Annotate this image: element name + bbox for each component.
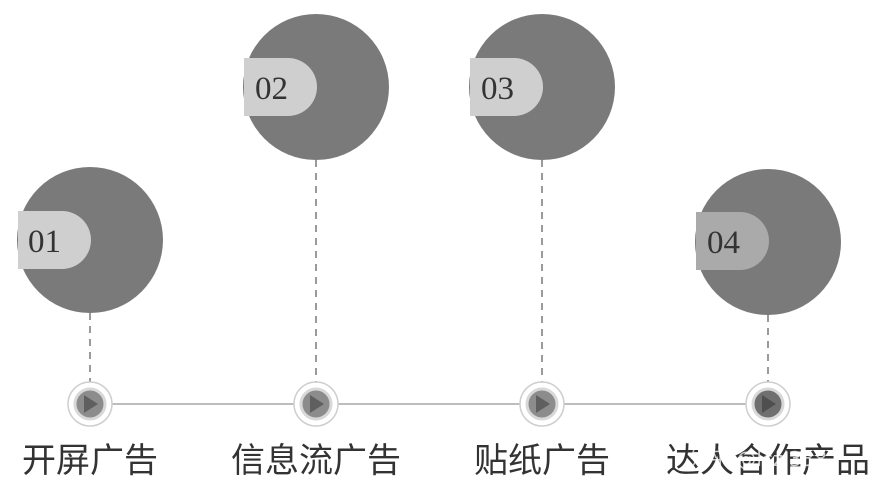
step-04-number: 04 bbox=[707, 225, 740, 261]
step-03-tab bbox=[470, 58, 543, 116]
step-02-tab bbox=[244, 58, 317, 116]
step-01-label: 开屏广告 bbox=[22, 441, 158, 481]
timeline-node-02 bbox=[293, 381, 339, 427]
step-03-number: 03 bbox=[481, 71, 514, 107]
watermark: 知乎 @lczi3382 bbox=[690, 447, 840, 471]
timeline-node-01 bbox=[67, 381, 113, 427]
step-02-badge: 02 bbox=[243, 14, 389, 160]
play-icon bbox=[536, 395, 550, 413]
timeline-node-04 bbox=[745, 381, 791, 427]
step-01-tab bbox=[18, 211, 91, 269]
play-icon bbox=[762, 395, 776, 413]
step-02-label: 信息流广告 bbox=[231, 441, 401, 481]
step-04-label: 达人合作产品 bbox=[666, 441, 870, 481]
play-icon bbox=[84, 395, 98, 413]
step-03-badge: 03 bbox=[469, 14, 615, 160]
timeline-node-03 bbox=[519, 381, 565, 427]
step-01-number: 01 bbox=[28, 224, 61, 260]
step-04-badge: 04 bbox=[695, 169, 841, 315]
step-02-number: 02 bbox=[255, 71, 288, 107]
step-03-label: 贴纸广告 bbox=[474, 441, 610, 481]
play-icon bbox=[310, 395, 324, 413]
step-01-badge: 01 bbox=[17, 167, 163, 313]
step-04-tab bbox=[696, 212, 769, 270]
